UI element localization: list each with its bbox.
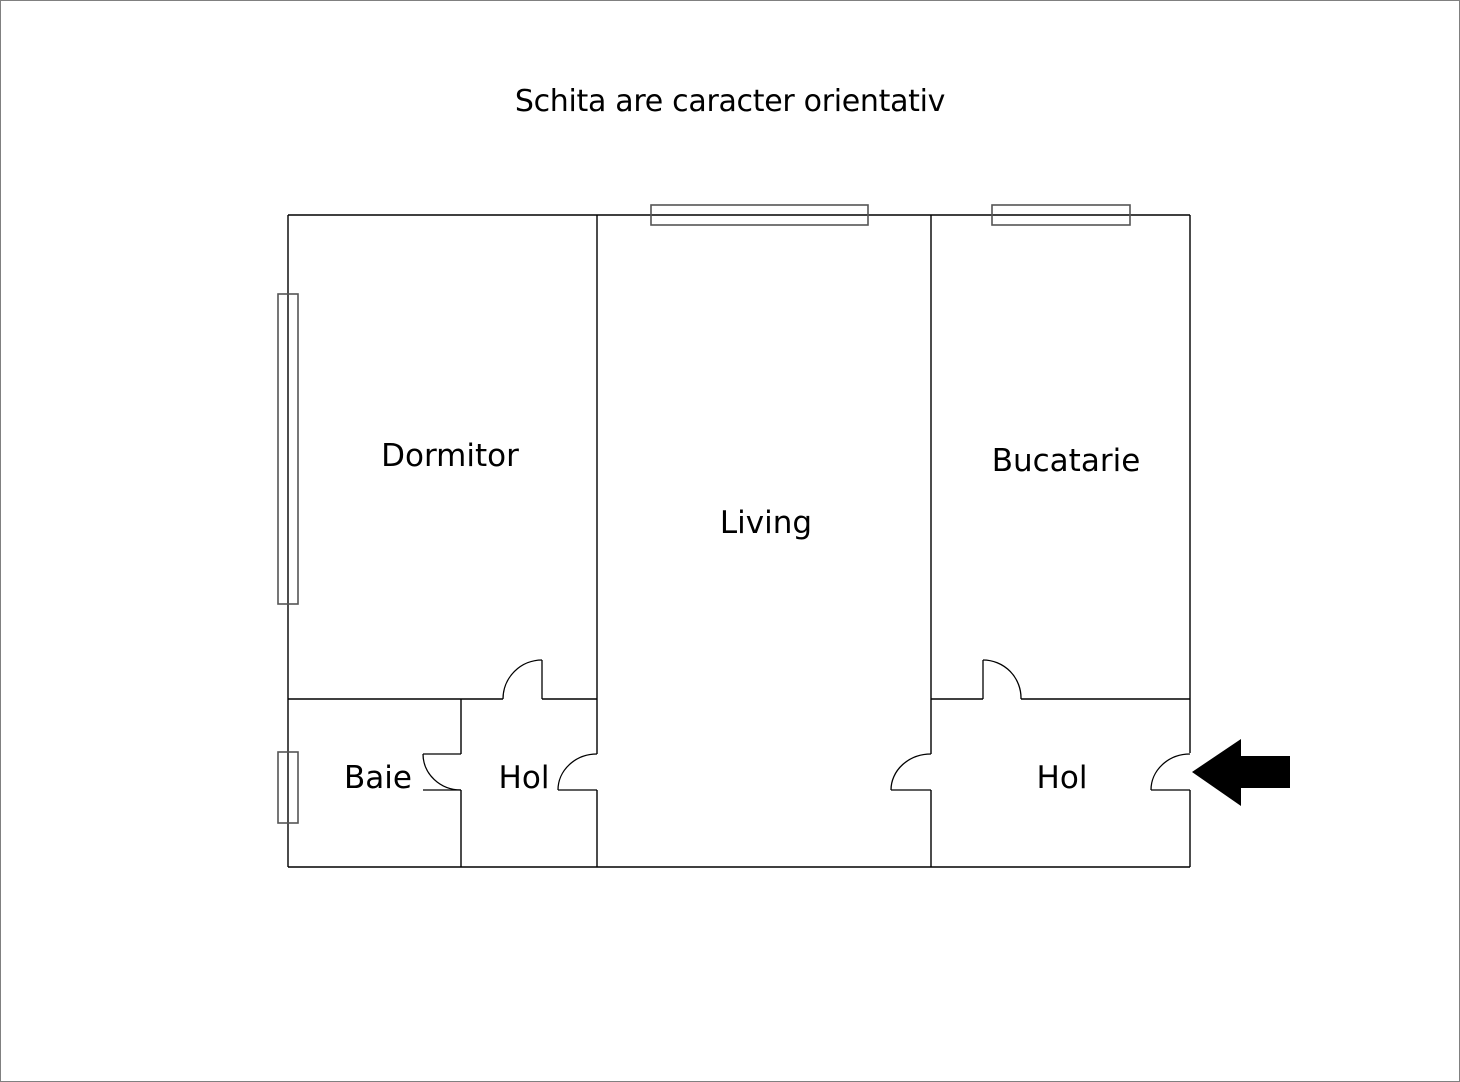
room-label-hol-right: Hol xyxy=(1036,760,1088,796)
room-label-living: Living xyxy=(719,505,813,541)
door-icon xyxy=(422,753,462,791)
door-icon xyxy=(890,753,932,791)
window-icon xyxy=(991,204,1131,226)
door-icon xyxy=(502,659,543,700)
room-label-baie: Baie xyxy=(344,760,412,796)
door-icon xyxy=(982,659,1022,700)
door-icon xyxy=(557,753,598,791)
window-icon xyxy=(277,293,299,605)
door-icon xyxy=(1150,753,1191,791)
window-icon xyxy=(277,751,299,824)
window-icon xyxy=(650,204,869,226)
room-label-dormitor: Dormitor xyxy=(381,438,519,474)
entrance-arrow-icon xyxy=(1192,739,1290,806)
page-title: Schita are caracter orientativ xyxy=(514,84,946,119)
room-label-hol-left: Hol xyxy=(498,760,550,796)
room-label-bucatarie: Bucatarie xyxy=(991,443,1141,479)
